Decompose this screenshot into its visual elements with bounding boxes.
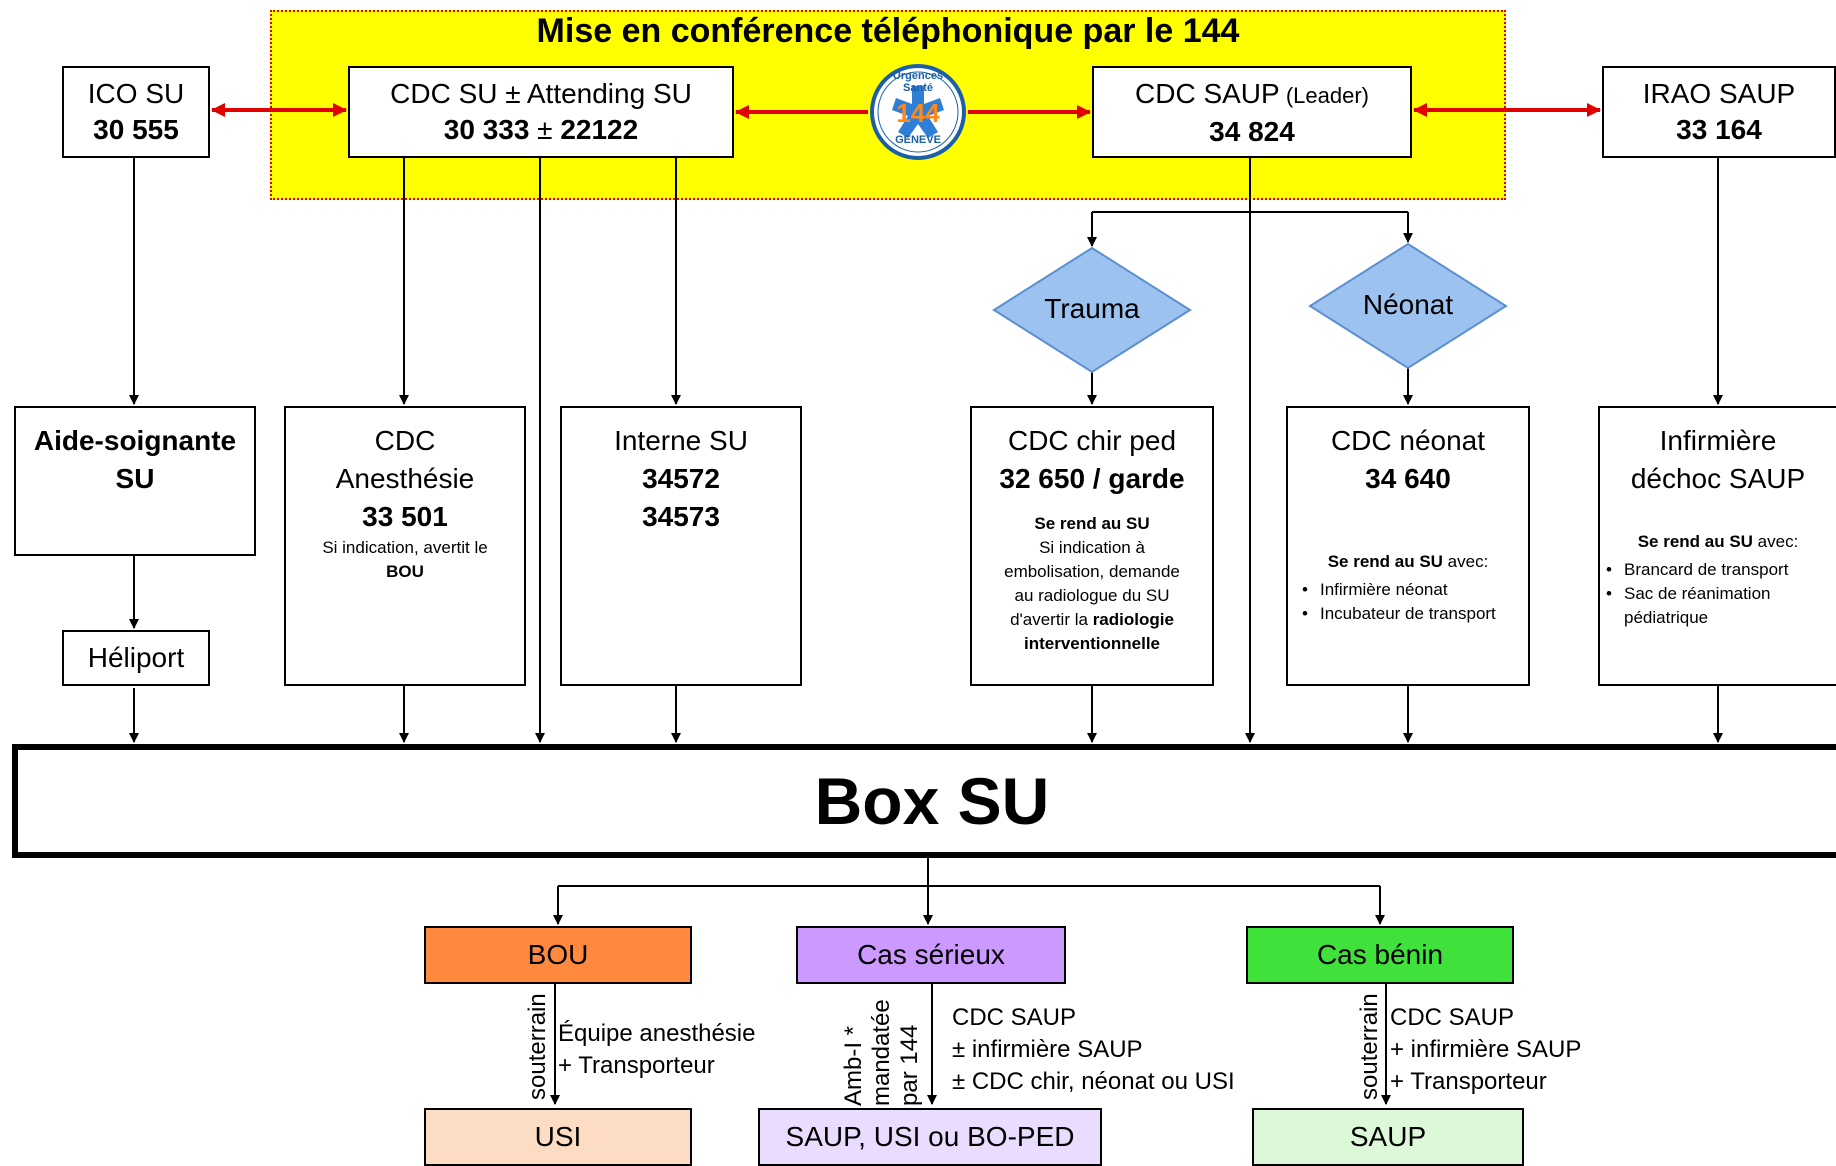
logo-text-top: Urgences Santé (892, 70, 944, 94)
ico-su-number: 30 555 (93, 114, 179, 145)
serieux-team: CDC SAUP ± infirmière SAUP ± CDC chir, n… (952, 1002, 1235, 1098)
bou-route: souterrain (524, 993, 551, 1100)
node-cdc-saup: CDC SAUP (Leader) 34 824 (1092, 66, 1412, 158)
anesth-line2: Anesthésie (335, 463, 475, 494)
node-interne-su: Interne SU 34572 34573 (560, 406, 802, 686)
inf-item: Sac de réanimation pédiatrique (1604, 582, 1836, 630)
chir-note3: au radiologue du SU (1014, 586, 1170, 605)
neonat-label: Néonat (1362, 289, 1454, 320)
chir-note4: d'avertir la (1010, 610, 1088, 629)
irao-saup-title: IRAO SAUP (1642, 78, 1796, 109)
aide-line2: SU (115, 463, 155, 494)
ico-su-title: ICO SU (87, 78, 185, 109)
aide-line1: Aide-soignante (33, 425, 237, 456)
serieux-route-1: Amb-I * (840, 1025, 867, 1106)
dest-saup-usi-bo: SAUP, USI ou BO-PED (758, 1108, 1102, 1166)
benin-team: CDC SAUP + infirmière SAUP + Transporteu… (1390, 1002, 1581, 1098)
anesth-note2: BOU (386, 562, 424, 581)
chir-note5: interventionnelle (1023, 634, 1161, 653)
serieux-team-line: ± CDC chir, néonat ou USI (952, 1068, 1235, 1095)
benin-team-line: CDC SAUP (1390, 1004, 1515, 1031)
neonat-list: Infirmière néonat Incubateur de transpor… (1300, 578, 1528, 626)
logo-144 (870, 64, 966, 160)
usi-label: USI (534, 1121, 582, 1152)
neonat-note-rest: avec: (1442, 552, 1489, 571)
anesth-line1: CDC (374, 425, 436, 456)
chir-line1: CDC chir ped (1007, 425, 1177, 456)
inf-note-rest: avec: (1752, 532, 1799, 551)
benin-route: souterrain (1356, 993, 1383, 1100)
inf-line2: déchoc SAUP (1630, 463, 1806, 494)
node-cdc-neonat: CDC néonat 34 640 Se rend au SU avec: In… (1286, 406, 1530, 686)
neonat-item: Infirmière néonat (1300, 578, 1528, 602)
dest-usi: USI (424, 1108, 692, 1166)
node-aide-soignante: Aide-soignante SU (14, 406, 256, 556)
node-cdc-chir-ped: CDC chir ped 32 650 / garde Se rend au S… (970, 406, 1214, 686)
node-cdc-su: CDC SU ± Attending SU 30 333 ± 22122 (348, 66, 734, 158)
diamond-neonat (1308, 242, 1508, 370)
box-su: Box SU (12, 744, 1836, 858)
chir-note4-bold: radiologie (1092, 610, 1174, 629)
cdc-su-number-a: 30 333 (443, 114, 530, 145)
irao-saup-number: 33 164 (1676, 114, 1762, 145)
neonat-note-bold: Se rend au SU (1327, 552, 1443, 571)
box-su-label: Box SU (814, 764, 1050, 838)
neonat-number: 34 640 (1365, 463, 1451, 494)
heliport-label: Héliport (87, 642, 185, 673)
interne-number1: 34572 (642, 463, 720, 494)
chir-note2: embolisation, demande (1004, 562, 1180, 581)
cdc-su-number-b: 22122 (560, 114, 639, 145)
triage-benin: Cas bénin (1246, 926, 1514, 984)
serieux-team-line: ± infirmière SAUP (952, 1036, 1143, 1063)
node-irao-saup: IRAO SAUP 33 164 (1602, 66, 1836, 158)
anesth-number: 33 501 (362, 501, 448, 532)
chir-note1: Si indication à (1039, 538, 1145, 557)
diamond-trauma (992, 246, 1192, 374)
conference-title: Mise en conférence téléphonique par le 1… (536, 12, 1240, 50)
anesth-note1: Si indication, avertit le (322, 538, 488, 557)
chir-note-bold: Se rend au SU (1034, 514, 1150, 533)
neonat-item: Incubateur de transport (1300, 602, 1528, 626)
cdc-saup-title: CDC SAUP (1135, 78, 1280, 109)
serieux-route-3: par 144 (896, 1024, 923, 1106)
benin-team-line: + infirmière SAUP (1390, 1036, 1582, 1063)
trauma-label: Trauma (1044, 293, 1140, 324)
bou-team-line: Équipe anesthésie (558, 1020, 756, 1047)
bou-team-line: + Transporteur (558, 1052, 715, 1079)
chir-number: 32 650 / garde (999, 463, 1185, 494)
neonat-line1: CDC néonat (1330, 425, 1486, 456)
inf-line1: Infirmière (1659, 425, 1777, 456)
benin-team-line: + Transporteur (1390, 1068, 1547, 1095)
inf-note-bold: Se rend au SU (1637, 532, 1753, 551)
serieux-label: Cas sérieux (857, 939, 1005, 970)
node-cdc-anesthesie: CDC Anesthésie 33 501 Si indication, ave… (284, 406, 526, 686)
interne-number2: 34573 (642, 501, 720, 532)
node-ico-su: ICO SU 30 555 (62, 66, 210, 158)
cdc-saup-leader: (Leader) (1279, 83, 1369, 108)
serieux-team-line: CDC SAUP (952, 1004, 1077, 1031)
interne-line1: Interne SU (614, 425, 748, 456)
logo-number: 144 (896, 98, 940, 128)
inf-list: Brancard de transport Sac de réanimation… (1604, 558, 1836, 630)
cdc-su-title: CDC SU ± Attending SU (390, 78, 692, 109)
bou-team: Équipe anesthésie + Transporteur (558, 1018, 755, 1082)
cdc-su-plusminus: ± (529, 114, 561, 145)
benin-label: Cas bénin (1316, 939, 1444, 970)
logo-text-bottom: GENEVE (895, 134, 941, 146)
node-infirmiere-dechoc: Infirmière déchoc SAUP Se rend au SU ave… (1598, 406, 1836, 686)
bou-label: BOU (527, 939, 589, 970)
inf-item: Brancard de transport (1604, 558, 1836, 582)
saup-usi-bo-label: SAUP, USI ou BO-PED (785, 1121, 1075, 1152)
dest-saup: SAUP (1252, 1108, 1524, 1166)
node-heliport: Héliport (62, 630, 210, 686)
serieux-route-2: mandatée (868, 999, 895, 1106)
triage-bou: BOU (424, 926, 692, 984)
saup-label: SAUP (1349, 1121, 1427, 1152)
cdc-saup-number: 34 824 (1209, 116, 1295, 147)
triage-serieux: Cas sérieux (796, 926, 1066, 984)
